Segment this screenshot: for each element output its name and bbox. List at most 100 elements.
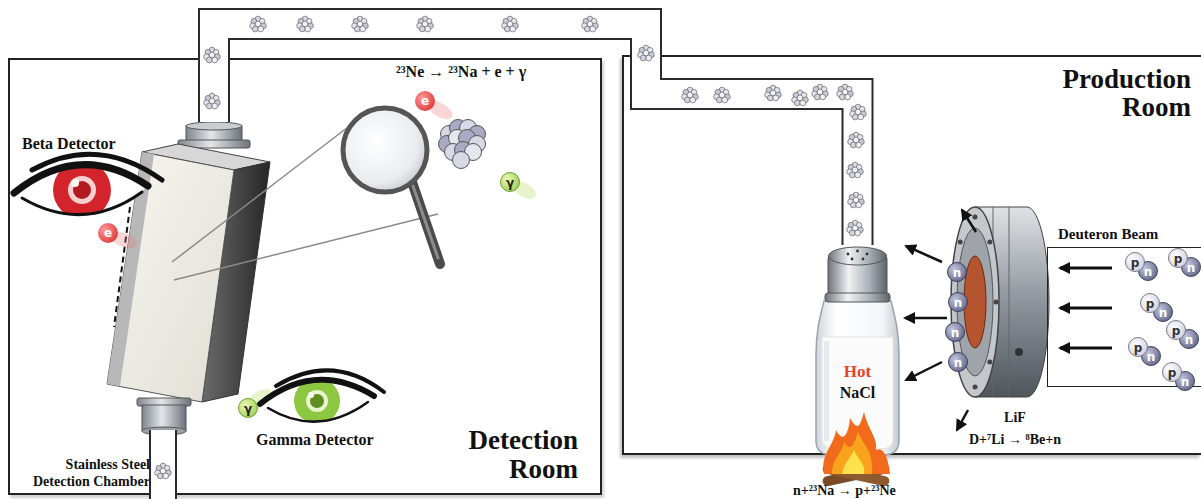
face-bolt xyxy=(958,240,963,245)
face-bolt xyxy=(952,300,957,305)
illustration-part xyxy=(150,430,176,499)
neutron-ball: n xyxy=(1153,302,1173,322)
electron-ball: e xyxy=(98,223,118,243)
particle-symbol: p xyxy=(1168,366,1177,380)
illustration-part xyxy=(848,192,865,208)
lif-layer xyxy=(964,256,986,348)
illustration-part xyxy=(445,144,462,161)
illustration-part xyxy=(149,430,151,499)
illustration-part xyxy=(308,392,314,398)
neutron-ball: n xyxy=(1138,261,1158,281)
illustration-part xyxy=(343,108,427,192)
particle-symbol: p xyxy=(1146,297,1155,311)
illustration-part xyxy=(413,186,438,258)
illustration-part xyxy=(765,85,782,101)
top-flange-rim xyxy=(186,122,242,130)
illustration-part xyxy=(155,463,172,479)
pipe-bore xyxy=(214,24,858,245)
illustration-part xyxy=(32,154,162,180)
lif-target: LiFD+⁷Li → ⁸Be+n xyxy=(947,202,1052,402)
particle-symbol: n xyxy=(1185,333,1194,347)
neutron-ball: n xyxy=(1179,329,1199,349)
illustration-part xyxy=(250,16,267,32)
illustration-part xyxy=(439,136,456,153)
detector-label: Beta Detector xyxy=(22,134,116,153)
target-bolt xyxy=(1015,348,1023,356)
illustration-part xyxy=(204,93,221,109)
exit-pipe xyxy=(150,430,176,499)
illustration-part xyxy=(310,394,324,408)
illustration-part xyxy=(582,16,599,32)
illustration-part xyxy=(465,144,482,161)
proton-ball: p xyxy=(1125,252,1145,272)
beam-arrows xyxy=(1060,268,1112,348)
cap-hole xyxy=(847,253,850,256)
face-bolt xyxy=(973,215,978,220)
illustration-part xyxy=(245,385,275,410)
room-box: Detection RoomStainless Steel Detection … xyxy=(8,58,602,495)
salt-shaker: HotNaCl xyxy=(810,245,905,457)
illustration-part xyxy=(260,380,374,404)
illustration-part xyxy=(962,210,976,232)
camp-fire xyxy=(822,412,891,487)
gamma-ball: γ xyxy=(500,172,520,192)
beam-label: Deuteron Beam xyxy=(1058,225,1201,243)
compound-label: NaCl xyxy=(810,384,905,402)
decay-equation: ²³Ne → ²³Na + e + γ xyxy=(396,62,526,81)
proton-ball: p xyxy=(1166,320,1186,340)
illustration-part xyxy=(502,16,519,32)
illustration-part xyxy=(294,378,340,424)
nucleus xyxy=(439,120,486,169)
illustration-part xyxy=(847,220,864,236)
particle-symbol: n xyxy=(1144,265,1153,279)
particle-symbol: γ xyxy=(506,176,514,190)
shaker-cap-rim xyxy=(825,293,890,302)
particle-symbol: n xyxy=(1187,261,1196,275)
illustration-part xyxy=(1060,347,1112,350)
beta-window xyxy=(114,207,130,327)
illustration-part xyxy=(469,136,486,153)
face-bolt xyxy=(973,385,978,390)
illustration-part xyxy=(441,126,458,143)
electron-ball: e xyxy=(415,91,435,111)
face-bolt xyxy=(994,300,999,305)
illustration-part xyxy=(204,47,221,63)
illustration-part xyxy=(832,432,872,474)
illustration-part xyxy=(812,84,829,100)
illustration-part xyxy=(352,16,369,32)
neutron-arrow xyxy=(905,318,947,319)
illustration-part xyxy=(22,192,142,215)
chamber-front-face xyxy=(107,152,234,402)
particle-symbol: e xyxy=(421,94,429,108)
illustration-part xyxy=(906,362,942,380)
gamma-detector-eye xyxy=(260,370,384,424)
illustration-part xyxy=(14,165,148,193)
face-bolt xyxy=(987,360,992,365)
neutron-ball: n xyxy=(1181,257,1201,277)
deuteron-beam: Deuteron Beam xyxy=(1047,247,1201,387)
shaker-cap-top xyxy=(829,247,887,265)
particle-symbol: p xyxy=(1131,256,1140,270)
room-box: Production RoomHotNaClLiFD+⁷Li → ⁸Be+nDe… xyxy=(622,55,1201,455)
neutron-ball: n xyxy=(1141,346,1161,366)
illustration-part xyxy=(848,132,865,148)
neutron-ball: n xyxy=(1175,371,1195,391)
target-ring xyxy=(957,228,993,376)
proton-ball: p xyxy=(1162,362,1182,382)
target-ridge xyxy=(1009,207,1010,397)
illustration-part xyxy=(68,176,96,204)
proton-ball: p xyxy=(1128,337,1148,357)
illustration-part xyxy=(294,378,340,424)
particle-symbol: n xyxy=(1147,350,1156,364)
particle-symbol: p xyxy=(1172,324,1181,338)
illustration-part xyxy=(174,214,438,280)
illustration-part xyxy=(847,162,864,178)
illustration-part xyxy=(424,97,455,123)
illustration-part xyxy=(957,410,968,430)
illustration-part xyxy=(108,229,139,252)
illustration-part xyxy=(1060,307,1112,310)
illustration-part xyxy=(175,430,177,499)
particle-symbol: e xyxy=(104,226,112,240)
particle-symbol: γ xyxy=(244,402,252,416)
